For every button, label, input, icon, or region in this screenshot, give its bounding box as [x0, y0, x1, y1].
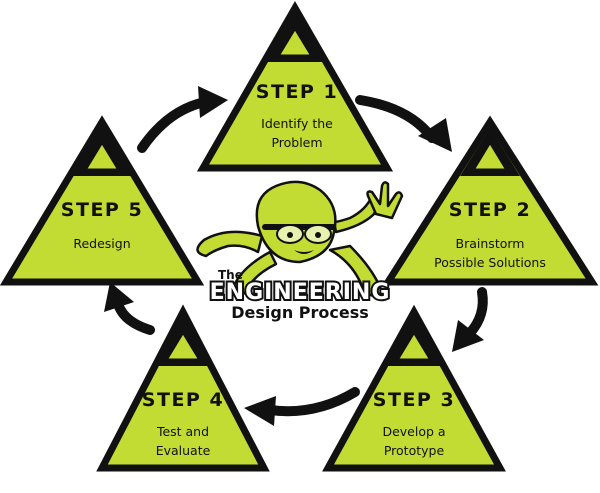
step-3-line-2: Prototype	[384, 443, 445, 458]
logo-design-process-text: Design Process	[231, 303, 369, 322]
arrow-step3-to-step4	[244, 387, 360, 426]
step-5-line-1: Redesign	[73, 236, 130, 251]
step-1-line-1: Identify the	[261, 116, 333, 131]
arrow-step4-to-step5	[104, 282, 155, 335]
step-3-triangle: STEP 3 Develop a Prototype	[322, 304, 506, 472]
step-2-line-1: Brainstorm	[456, 236, 525, 251]
step-2-triangle: STEP 2 Brainstorm Possible Solutions	[381, 115, 599, 286]
octopus-tentacle-left-lower	[230, 250, 278, 297]
logo-the-text: The	[218, 268, 243, 282]
step-4-line-2: Evaluate	[156, 443, 211, 458]
step-4-title: STEP 4	[142, 389, 224, 411]
arrow-step5-to-step1	[137, 86, 228, 153]
octopus-raised-hand	[366, 181, 404, 220]
step-2-line-2: Possible Solutions	[434, 255, 546, 270]
logo-engineering-text: ENGINEERING	[210, 280, 391, 305]
arrow-step2-to-step3	[452, 287, 488, 352]
step-3-title: STEP 3	[373, 389, 455, 411]
step-5-triangle: STEP 5 Redesign	[0, 115, 205, 286]
arrow-step1-to-step2	[355, 95, 452, 152]
step-3-line-1: Develop a	[382, 424, 445, 439]
step-2-title: STEP 2	[449, 199, 531, 221]
step-1-line-2: Problem	[271, 135, 322, 150]
octopus-tentacle-left	[196, 230, 264, 258]
octopus-tentacle-right	[328, 244, 384, 298]
octopus-head	[255, 180, 337, 264]
step-4-line-1: Test and	[156, 424, 209, 439]
step-1-title: STEP 1	[256, 81, 338, 103]
octopus-mascot-logo: The ENGINEERING Design Process	[196, 180, 404, 322]
step-4-triangle: STEP 4 Test and Evaluate	[96, 304, 270, 472]
step-1-triangle: STEP 1 Identify the Problem	[196, 0, 394, 172]
step-5-title: STEP 5	[61, 199, 143, 221]
octopus-mouth	[294, 250, 314, 254]
cycle-arrows	[104, 86, 488, 426]
